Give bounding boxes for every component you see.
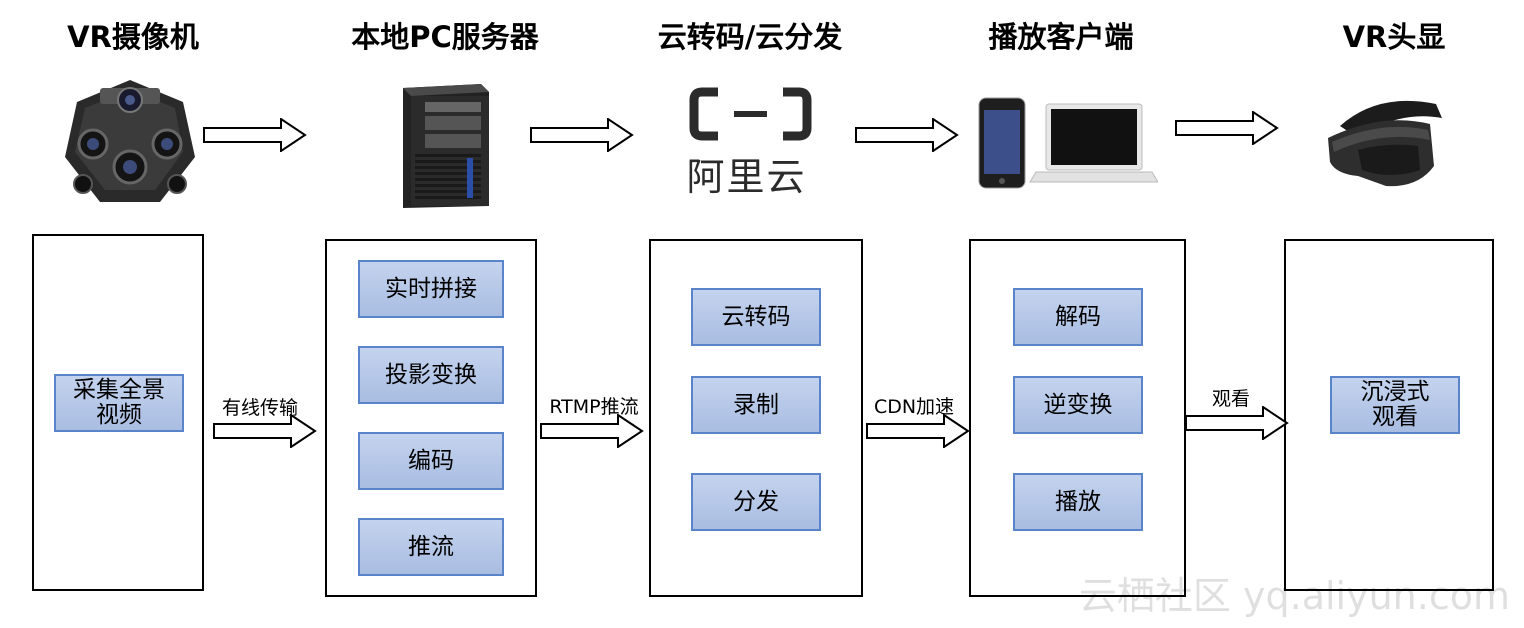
flow-label-rtmp: RTMP推流 — [549, 396, 639, 418]
stage-box-client: 解码 逆变换 播放 — [969, 239, 1186, 597]
step-push-stream: 推流 — [358, 518, 504, 576]
flow-arrow-2 — [540, 414, 644, 448]
aliyun-logo-icon — [689, 87, 812, 141]
flow-arrow-4 — [1185, 406, 1289, 440]
step-cloud-transcode: 云转码 — [691, 288, 821, 346]
step-record: 录制 — [691, 376, 821, 434]
stage-title-cloud: 云转码/云分发 — [657, 20, 843, 54]
flow-label-cdn: CDN加速 — [873, 396, 955, 418]
stage-box-server: 实时拼接 投影变换 编码 推流 — [325, 239, 537, 597]
stage-box-cloud: 云转码 录制 分发 — [649, 239, 863, 597]
step-immersive-view: 沉浸式观看 — [1330, 376, 1460, 434]
flow-label-watch: 观看 — [1211, 388, 1251, 410]
watermark: 云栖社区 yq.aliyun.com — [1078, 574, 1510, 618]
top-arrow-3 — [855, 118, 959, 152]
aliyun-logo-text: 阿里云 — [686, 155, 807, 199]
flow-arrow-3 — [866, 414, 970, 448]
stage-title-client: 播放客户端 — [988, 20, 1134, 54]
step-projection: 投影变换 — [358, 346, 504, 404]
stage-box-headset: 沉浸式观看 — [1284, 239, 1494, 591]
flow-label-wired: 有线传输 — [221, 397, 299, 419]
vr-headset-icon — [1328, 100, 1442, 187]
top-arrow-2 — [530, 118, 634, 152]
phone-laptop-icon — [978, 97, 1158, 189]
step-stitching: 实时拼接 — [358, 260, 504, 318]
stage-box-camera: 采集全景视频 — [32, 234, 204, 591]
step-distribute: 分发 — [691, 473, 821, 531]
server-tower-icon — [403, 84, 489, 208]
step-capture-panorama: 采集全景视频 — [54, 374, 184, 432]
step-play: 播放 — [1013, 473, 1143, 531]
top-arrow-4 — [1175, 111, 1279, 145]
stage-title-camera: VR摄像机 — [67, 20, 199, 54]
flow-arrow-1 — [213, 414, 317, 448]
stage-title-server: 本地PC服务器 — [351, 20, 539, 54]
step-inverse-transform: 逆变换 — [1013, 376, 1143, 434]
stage-title-headset: VR头显 — [1342, 20, 1446, 54]
360-camera-icon — [65, 80, 195, 202]
step-encoding: 编码 — [358, 432, 504, 490]
step-decode: 解码 — [1013, 288, 1143, 346]
top-arrow-1 — [203, 118, 307, 152]
